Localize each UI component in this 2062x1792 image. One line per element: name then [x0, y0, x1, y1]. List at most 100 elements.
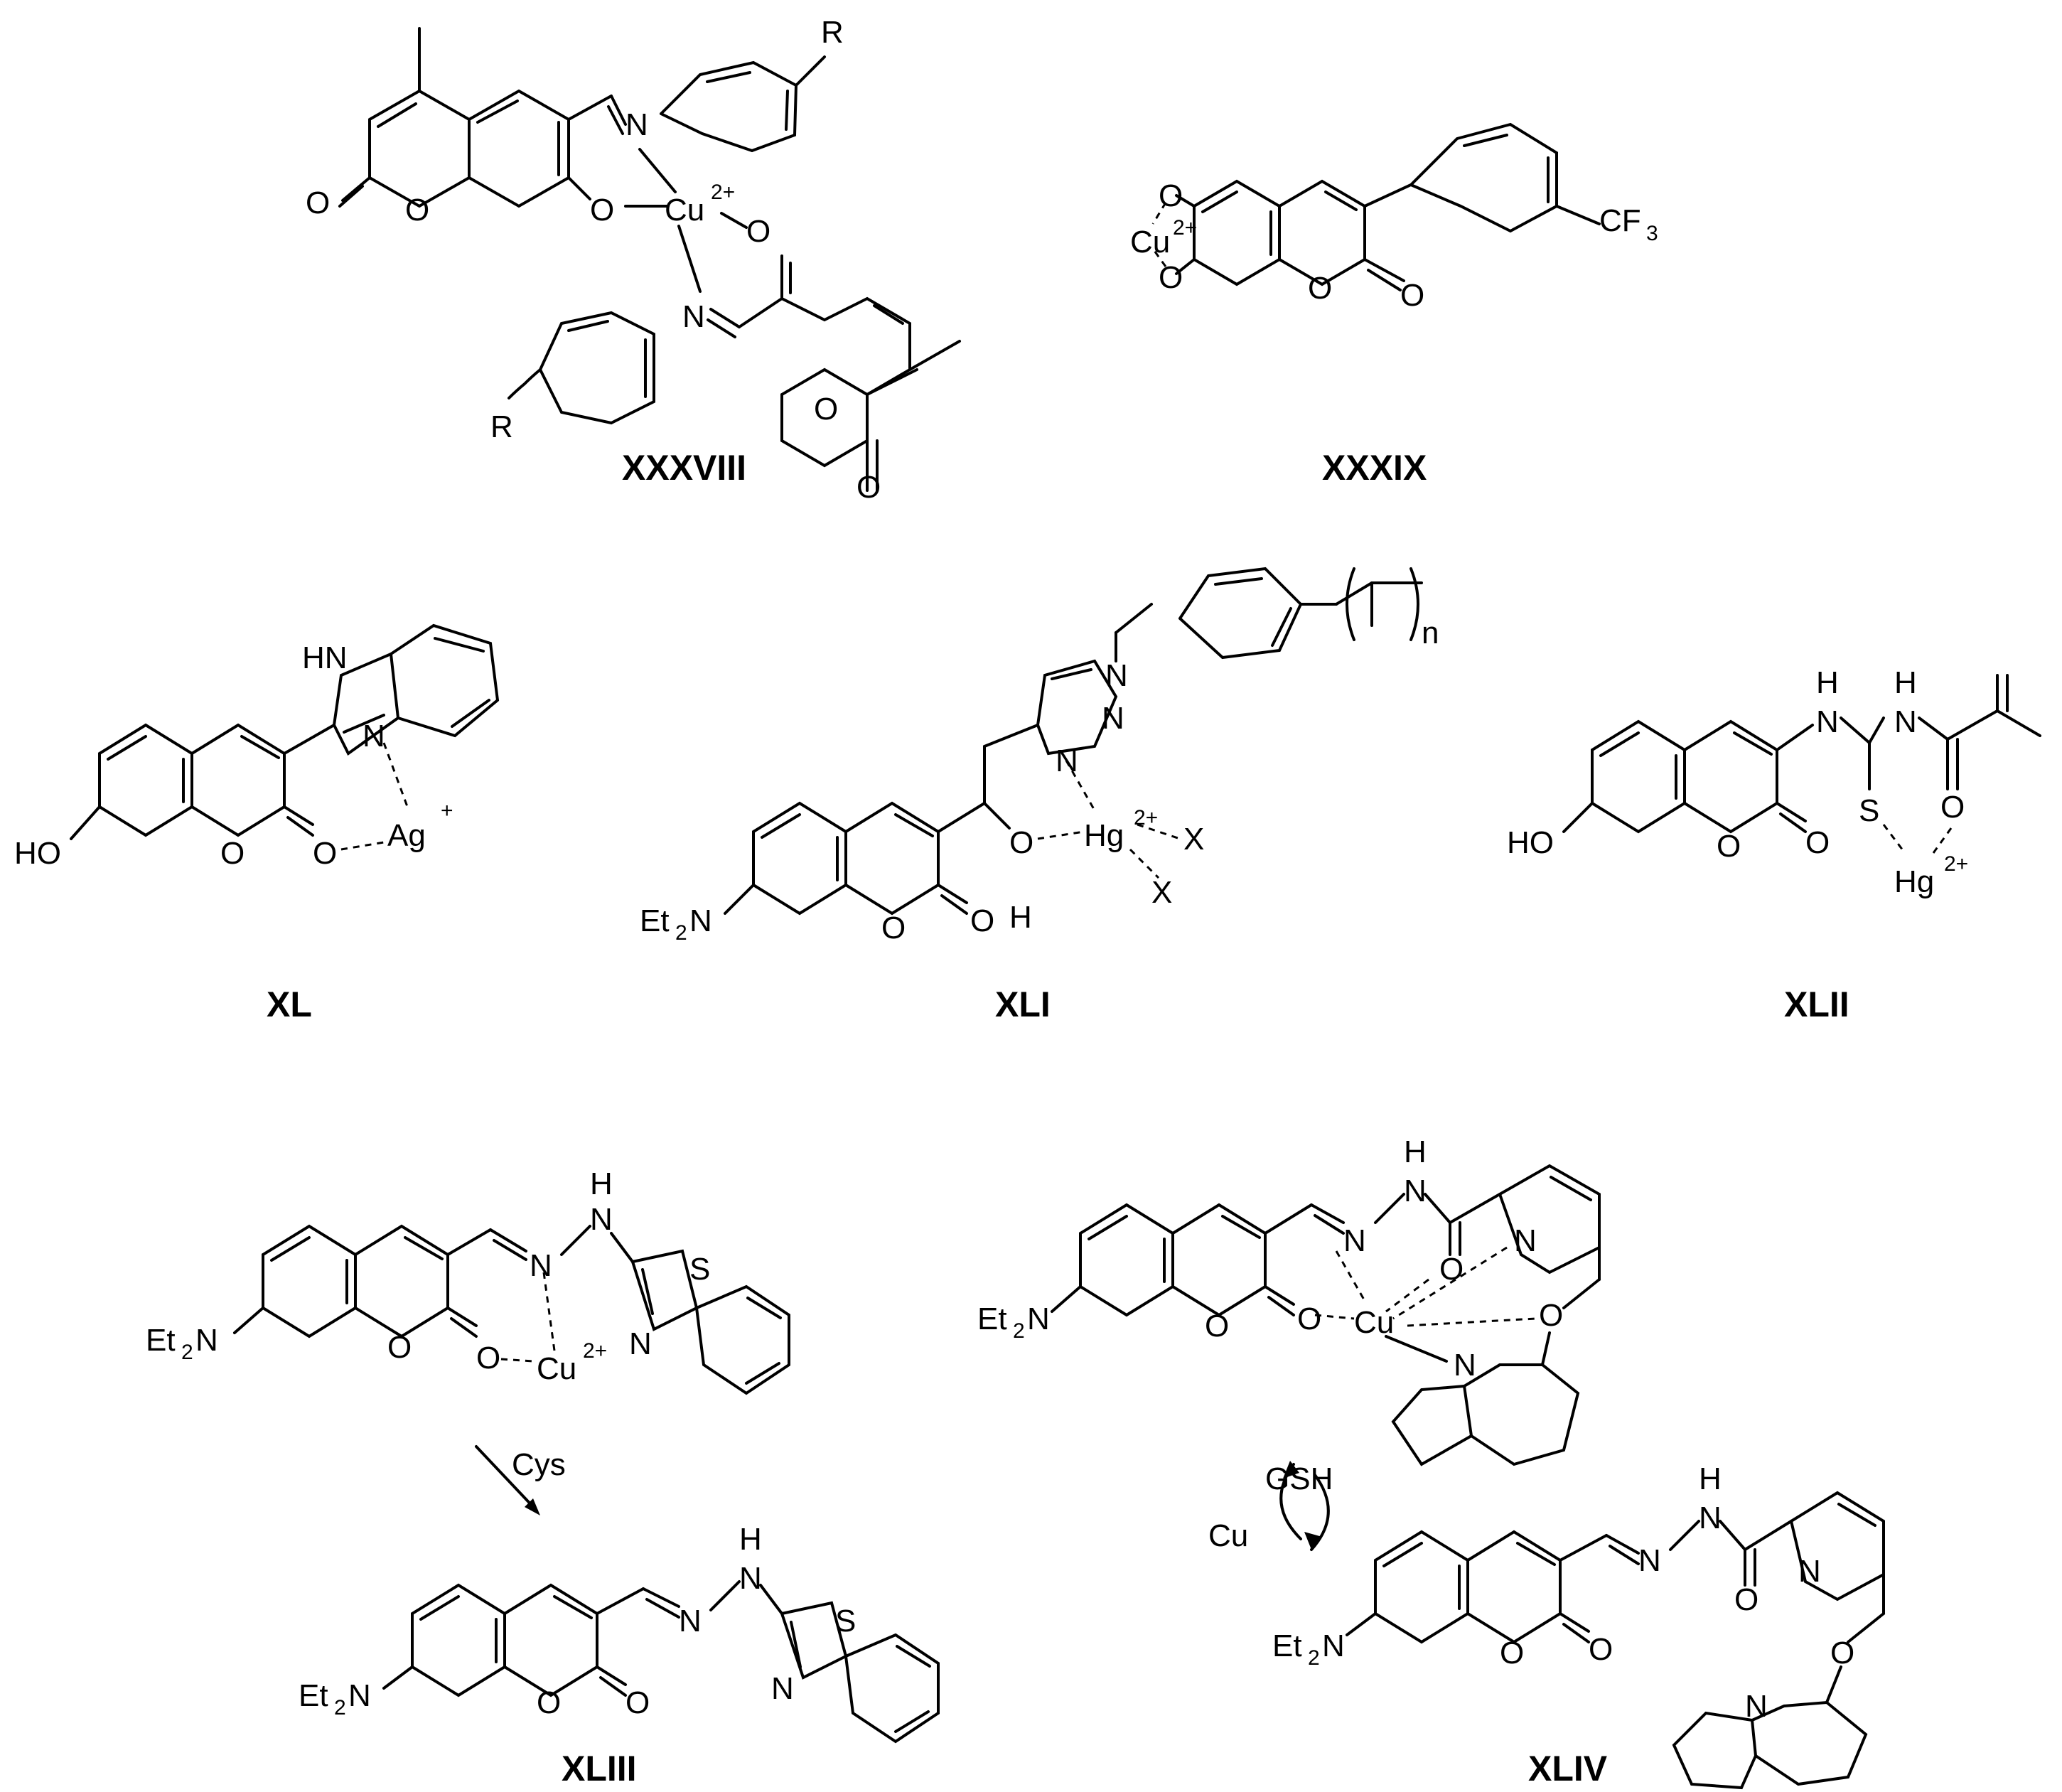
atom-o: O	[1205, 1309, 1229, 1343]
nh-label: HN	[302, 640, 348, 675]
atom-n: N	[590, 1202, 613, 1237]
gsh-label: GSH	[1265, 1461, 1333, 1496]
cys-arrow: Cys	[475, 1445, 566, 1515]
atom-o: O	[1159, 260, 1183, 295]
ag-charge: +	[441, 799, 453, 822]
atom-h: H	[1816, 665, 1839, 700]
ligand-x: X	[1183, 822, 1204, 857]
donor-n: N	[689, 903, 712, 938]
atom-n: N	[530, 1248, 552, 1283]
ligand-x: X	[1151, 875, 1172, 910]
atom-h: H	[1404, 1134, 1427, 1169]
compound-label: XXXIX	[1322, 448, 1427, 488]
atom-o: O	[857, 470, 881, 505]
atom-n: N	[1105, 658, 1128, 693]
atom-o: O	[1805, 825, 1830, 860]
donor-et: Et	[146, 1323, 176, 1358]
atom-o: O	[220, 836, 245, 871]
cu-label: Cu	[665, 193, 704, 227]
donor-et: Et	[1272, 1629, 1302, 1663]
donor-sub: 2	[675, 921, 687, 945]
atom-o: O	[625, 1685, 650, 1720]
donor-n: N	[1322, 1629, 1345, 1663]
atom-n: N	[1056, 744, 1078, 778]
compound-xliv: Et 2 N O O N N H O N O N XLIV	[1272, 1461, 1885, 1790]
atom-o: O	[1940, 790, 1965, 825]
atom-n: N	[1745, 1689, 1768, 1724]
atom-o: O	[1539, 1298, 1563, 1333]
atom-n: N	[679, 1604, 702, 1638]
cys-label: Cys	[512, 1447, 566, 1482]
atom-h: H	[1009, 900, 1032, 935]
atom-n: N	[1798, 1554, 1821, 1589]
atom-o: O	[1400, 278, 1424, 313]
cu-charge: 2+	[1173, 216, 1197, 240]
atom-o: O	[1717, 829, 1741, 864]
atom-o: O	[1297, 1302, 1321, 1336]
atom-o: O	[1830, 1636, 1854, 1670]
compound-xliii: Et 2 N O O N N H S N XLIII	[299, 1522, 940, 1788]
hg-charge: 2+	[1134, 806, 1158, 830]
atom-h: H	[590, 1166, 613, 1201]
atom-s: S	[1859, 793, 1879, 828]
atom-o: O	[970, 903, 994, 938]
atom-n: N	[625, 107, 648, 142]
hg-label: Hg	[1894, 864, 1934, 899]
atom-n: N	[739, 1561, 762, 1596]
donor-n: N	[1027, 1302, 1050, 1336]
substituent-cf3: CF	[1599, 203, 1641, 238]
atom-h: H	[1894, 665, 1917, 700]
atom-o: O	[1009, 825, 1033, 860]
atom-o: O	[476, 1341, 500, 1375]
atom-n: N	[1404, 1174, 1427, 1208]
gsh-cu-arrows: GSH Cu	[1208, 1461, 1333, 1553]
cu-label: Cu	[1354, 1305, 1394, 1340]
compound-xliii-complex: Et 2 N O O N N H S N Cu 2+	[146, 1166, 790, 1395]
hg-charge: 2+	[1944, 852, 1968, 876]
atom-o: O	[306, 186, 330, 220]
atom-o: O	[405, 193, 429, 227]
atom-n: N	[1454, 1348, 1476, 1383]
atom-o: O	[590, 193, 614, 227]
donor-ho: HO	[1507, 825, 1554, 860]
atom-o: O	[814, 392, 838, 426]
compound-xxxviii: O O O N Cu 2+ O N O O R R XXXVIII	[306, 15, 961, 505]
atom-o: O	[746, 214, 770, 249]
atom-n: N	[1102, 701, 1124, 736]
donor-sub: 2	[1013, 1319, 1025, 1343]
atom-s: S	[835, 1604, 856, 1638]
atom-o: O	[1589, 1632, 1613, 1667]
cu-label: Cu	[537, 1351, 576, 1386]
atom-n: N	[1894, 704, 1917, 739]
repeat-n: n	[1422, 616, 1439, 650]
donor-sub: 2	[181, 1341, 193, 1364]
donor-n: N	[348, 1678, 371, 1713]
cu-charge: 2+	[583, 1339, 607, 1363]
atom-o: O	[1308, 271, 1332, 306]
atom-s: S	[689, 1252, 710, 1287]
ag-label: Ag	[387, 818, 426, 853]
hg-label: Hg	[1084, 818, 1124, 853]
atom-n: N	[1514, 1223, 1537, 1258]
donor-sub: 2	[1308, 1646, 1320, 1670]
atom-n: N	[1816, 704, 1839, 739]
atom-o: O	[387, 1330, 412, 1365]
donor-ho: HO	[14, 836, 61, 871]
atom-n: N	[771, 1671, 794, 1706]
donor-et: Et	[640, 903, 670, 938]
substituent-cf3-sub: 3	[1646, 222, 1658, 245]
compound-label: XXXVIII	[622, 448, 746, 488]
atom-o: O	[1159, 178, 1183, 213]
compound-label: XLII	[1784, 984, 1849, 1024]
donor-et: Et	[299, 1678, 328, 1713]
atom-h: H	[1699, 1461, 1722, 1496]
substituent-r: R	[821, 15, 844, 50]
atom-o: O	[313, 836, 337, 871]
compound-label: XL	[267, 984, 312, 1024]
atom-o: O	[1439, 1252, 1464, 1287]
atom-n: N	[1343, 1223, 1366, 1258]
substituent-r: R	[490, 409, 513, 444]
compound-label: XLI	[995, 984, 1051, 1024]
